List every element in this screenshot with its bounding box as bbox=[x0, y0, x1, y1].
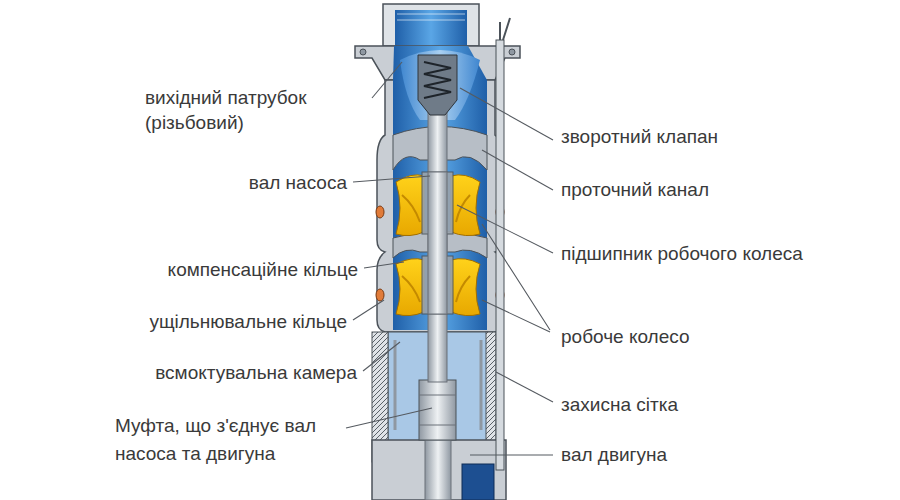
part-label: зворотний клапан bbox=[561, 125, 718, 149]
part-label: захисна сітка bbox=[561, 393, 678, 417]
part-label: вихідний патрубок (різьбовий) bbox=[145, 85, 381, 135]
part-label: робоче колесо bbox=[561, 325, 690, 349]
part-label: вал насоса bbox=[249, 171, 347, 195]
part-label: компенсаційне кільце bbox=[168, 258, 358, 282]
part-label: Муфта, що з'єднує вал насоса та двигуна bbox=[115, 412, 343, 468]
part-label: ущільнювальне кільце bbox=[149, 310, 347, 334]
part-label: підшипник робочого колеса bbox=[561, 242, 803, 266]
part-label: проточний канал bbox=[561, 178, 709, 202]
leader-lines bbox=[346, 62, 553, 455]
pump-drawing bbox=[355, 4, 520, 500]
part-label: вал двигуна bbox=[561, 443, 667, 467]
part-label: всмоктувальна камера bbox=[155, 361, 357, 385]
